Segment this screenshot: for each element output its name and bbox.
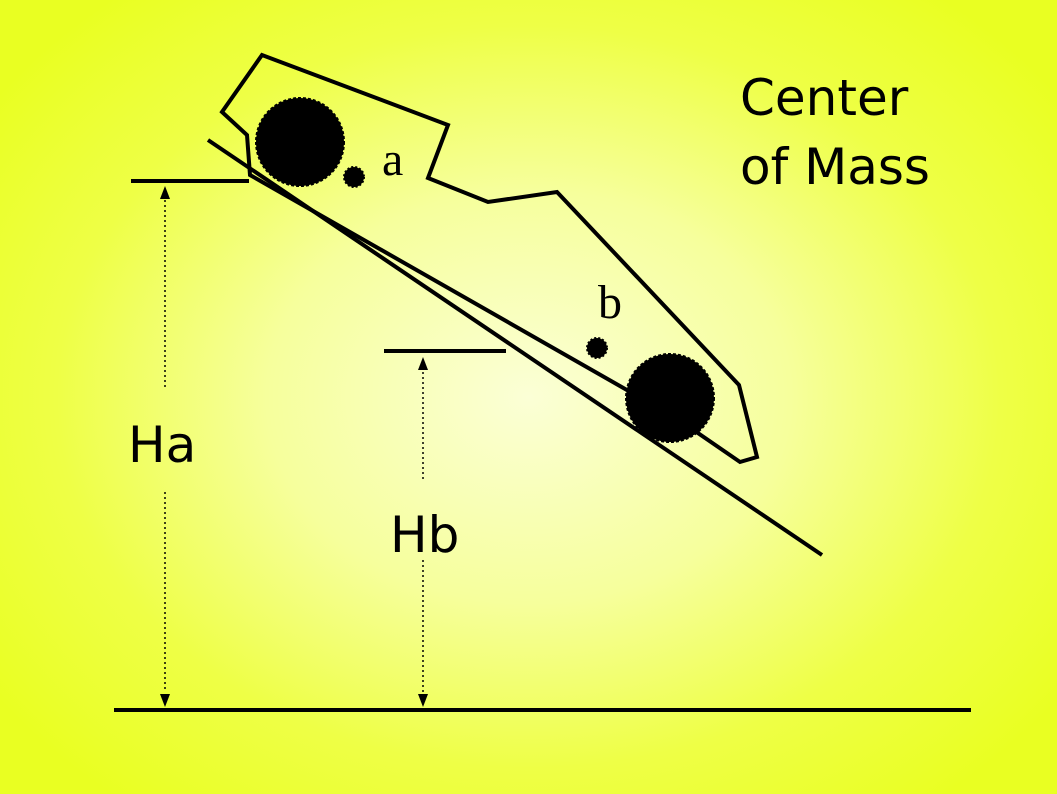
rear-wheel — [255, 97, 345, 187]
center-of-mass-point-a — [343, 166, 365, 188]
height-a-arrowhead-down — [160, 694, 170, 707]
height-b-label: Hb — [390, 506, 459, 564]
title-line-2: of Mass — [740, 138, 930, 196]
car-body — [219, 52, 760, 465]
height-a-label: Ha — [128, 416, 196, 474]
point-a-label: a — [382, 133, 403, 186]
point-b-label: b — [598, 276, 622, 329]
height-b-arrowhead-up — [418, 357, 428, 370]
height-a-arrowhead-up — [160, 186, 170, 199]
front-wheel — [625, 353, 715, 443]
center-of-mass-point-b — [586, 337, 608, 359]
height-b-arrowhead-down — [418, 694, 428, 707]
title-line-1: Center — [740, 69, 909, 127]
